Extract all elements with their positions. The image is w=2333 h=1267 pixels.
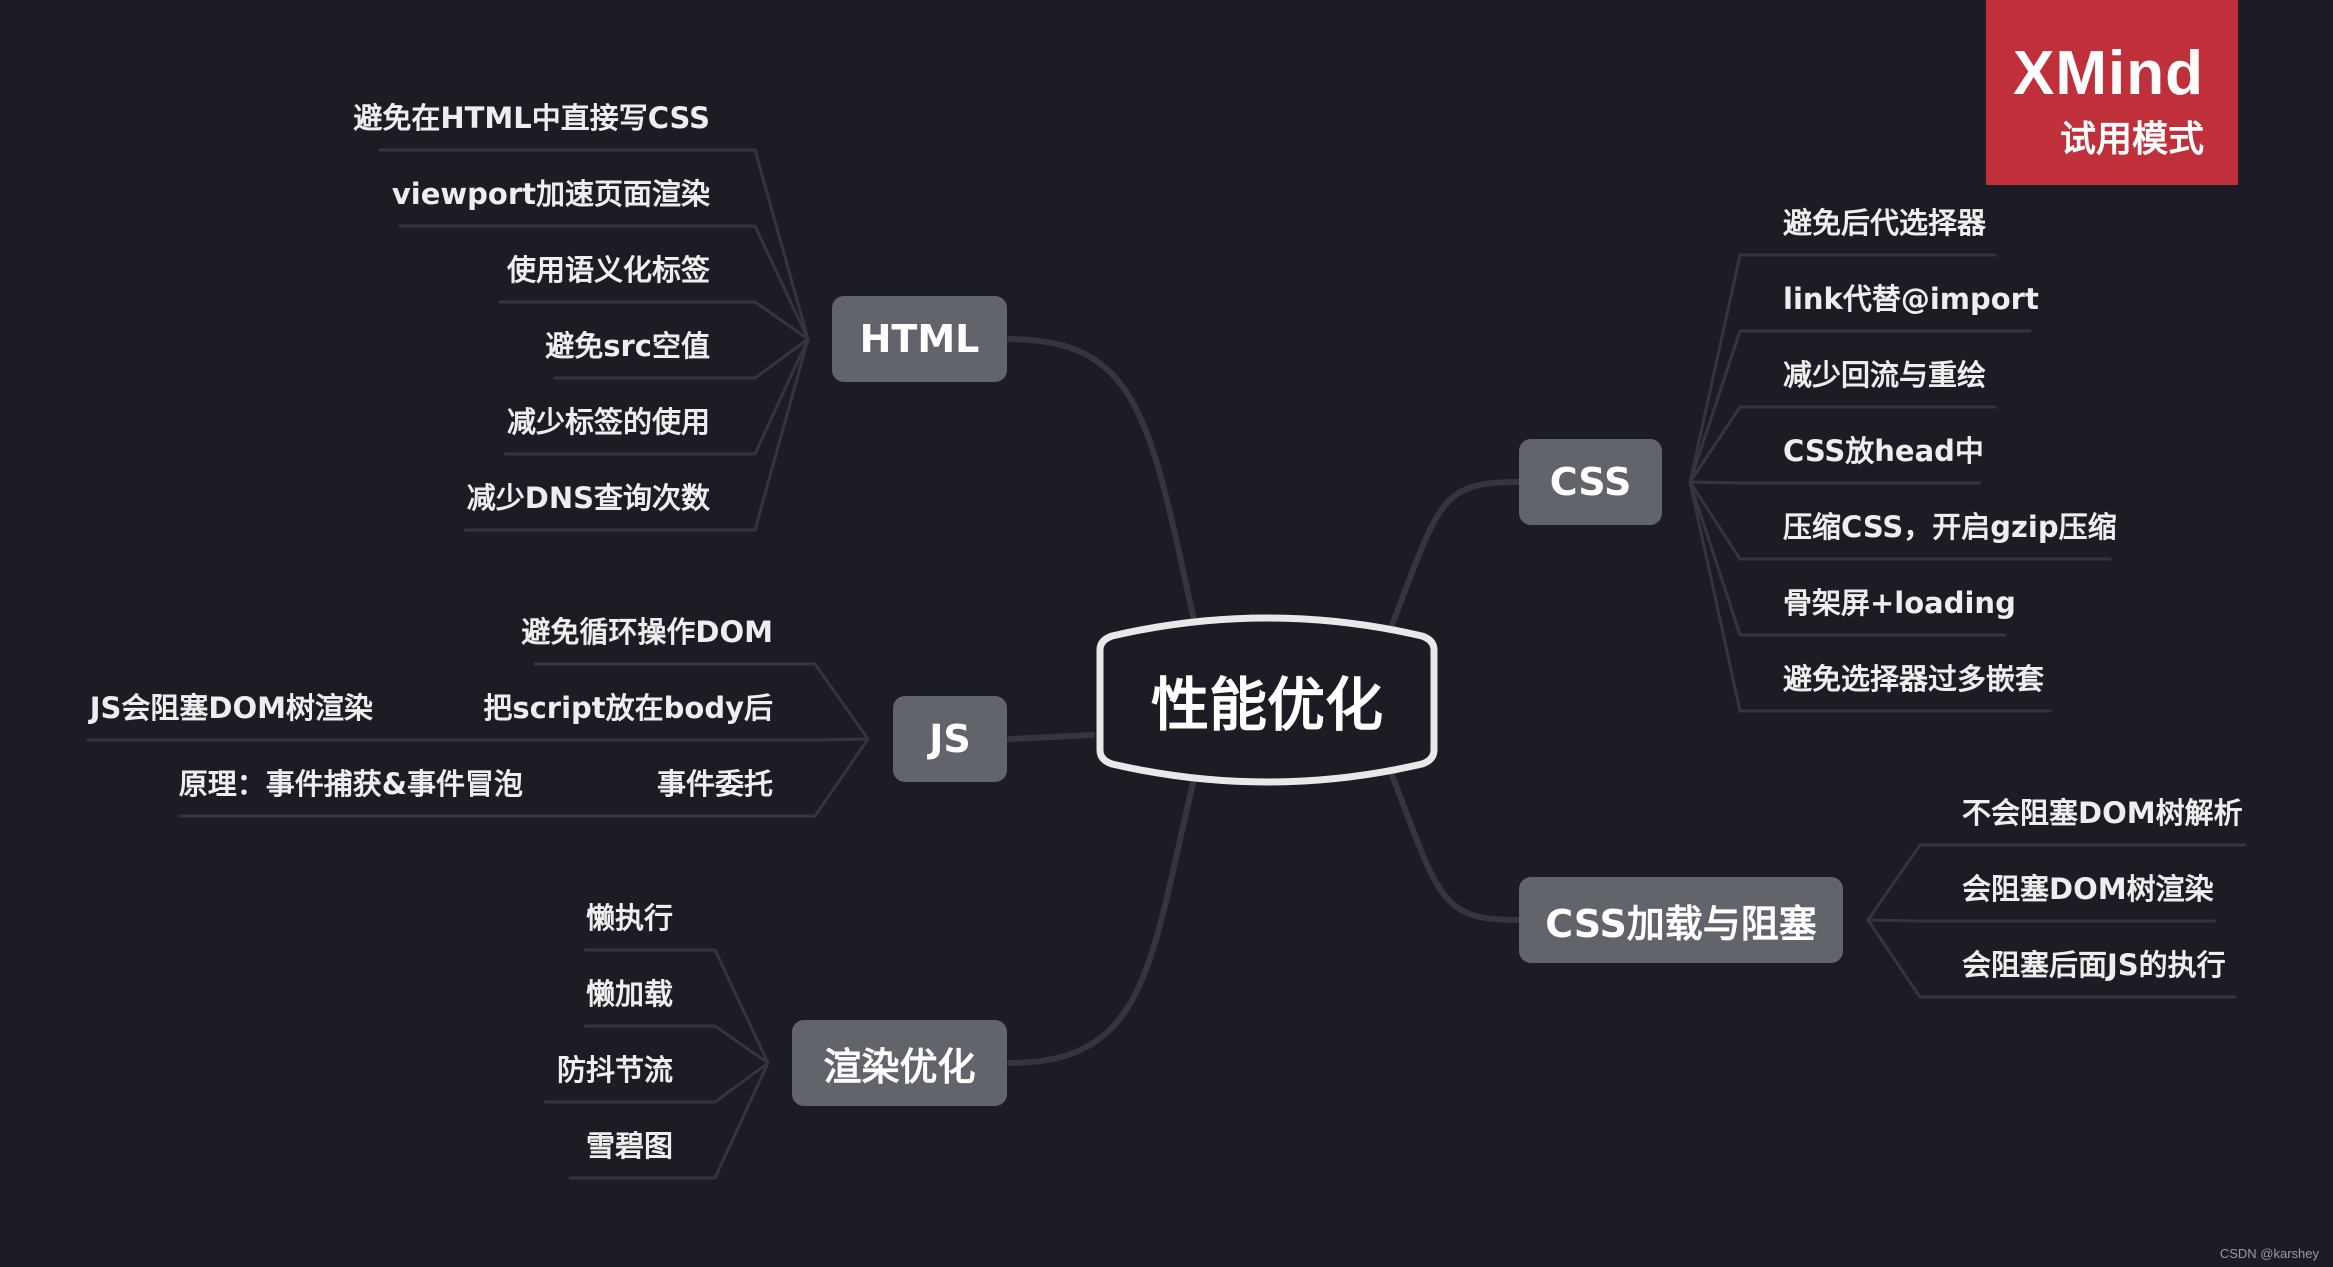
render-leaf[interactable]: 防抖节流 <box>556 1053 673 1087</box>
cssload-leaf[interactable]: 会阻塞后面JS的执行 <box>1962 948 2226 982</box>
css-leaf[interactable]: 骨架屏+loading <box>1783 586 2016 620</box>
css-leaf[interactable]: CSS放head中 <box>1783 434 1984 468</box>
connector-center-cssload <box>1389 772 1522 923</box>
js-subleaf[interactable]: 原理：事件捕获&事件冒泡 <box>178 767 523 801</box>
connector-render-leaf <box>543 1061 770 1104</box>
css-leaf[interactable]: link代替@import <box>1783 282 2039 316</box>
css-leaf[interactable]: 减少回流与重绘 <box>1783 358 1987 392</box>
connector-cssload-leaf <box>1866 843 2247 922</box>
connector-js-leaf <box>653 737 870 818</box>
topic-css-loading-blocking[interactable]: CSS加载与阻塞 <box>1519 877 1843 963</box>
connector-js-leaf <box>533 662 870 741</box>
render-leaf[interactable]: 懒执行 <box>585 901 673 935</box>
js-leaf[interactable]: 事件委托 <box>656 767 773 801</box>
connector-html-leaf <box>398 224 810 341</box>
css-leaf[interactable]: 避免后代选择器 <box>1783 206 1987 240</box>
connector-cssload-leaf <box>1866 918 2217 923</box>
connector-css-leaf <box>1688 329 2032 484</box>
connector-css-leaf <box>1688 480 2112 561</box>
connector-html-leaf <box>498 300 810 341</box>
connector-css-leaf <box>1688 405 1997 484</box>
html-leaf[interactable]: 避免src空值 <box>545 329 710 363</box>
connector-html-leaf <box>553 337 810 380</box>
connector-js-leaf <box>498 737 870 742</box>
xmind-trial-watermark: XMind 试用模式 <box>1986 0 2238 185</box>
js-subleaf[interactable]: JS会阻塞DOM树渲染 <box>89 691 373 725</box>
connector-render-leaf <box>568 1061 770 1180</box>
connector-css-leaf <box>1688 480 2007 637</box>
connector-render-leaf <box>583 1024 770 1065</box>
render-leaf[interactable]: 懒加载 <box>585 977 673 1011</box>
central-topic-shape <box>1096 614 1438 786</box>
html-leaf[interactable]: 使用语义化标签 <box>506 253 710 287</box>
connector-css-leaf <box>1688 253 1997 484</box>
connector-center-css <box>1389 479 1522 628</box>
connector-css-leaf <box>1688 480 2052 713</box>
connector-html-leaf <box>463 337 810 532</box>
credit-text: CSDN @karshey <box>2219 1246 2319 1261</box>
html-leaf[interactable]: 避免在HTML中直接写CSS <box>353 101 710 135</box>
connector-center-render <box>1007 772 1198 1066</box>
connector-cssload-leaf <box>1866 918 2237 999</box>
central-topic[interactable]: 性能优化 <box>1150 671 1383 739</box>
xmind-brand: XMind <box>2013 39 2204 108</box>
css-leaf[interactable]: 压缩CSS，开启gzip压缩 <box>1783 510 2117 544</box>
html-leaf[interactable]: viewport加速页面渲染 <box>391 177 710 211</box>
connector-css-leaf <box>1688 480 1982 485</box>
js-leaf[interactable]: 避免循环操作DOM <box>521 615 773 649</box>
connector-render-leaf <box>583 948 770 1065</box>
html-leaf[interactable]: 减少DNS查询次数 <box>466 481 710 515</box>
connector-html-leaf <box>378 148 810 341</box>
cssload-leaf[interactable]: 会阻塞DOM树渲染 <box>1962 872 2214 906</box>
connector-center-html <box>1007 336 1198 628</box>
js-leaf[interactable]: 把script放在body后 <box>483 691 773 725</box>
topic-css[interactable]: CSS <box>1519 439 1662 525</box>
topic-js[interactable]: JS <box>893 696 1007 782</box>
topic-html[interactable]: HTML <box>832 296 1007 382</box>
trial-mode-label: 试用模式 <box>2059 119 2204 160</box>
connector-center-js <box>1007 732 1095 742</box>
render-leaf[interactable]: 雪碧图 <box>585 1129 673 1163</box>
css-leaf[interactable]: 避免选择器过多嵌套 <box>1783 662 2045 696</box>
topic-render-optimization[interactable]: 渲染优化 <box>792 1020 1007 1106</box>
cssload-leaf[interactable]: 不会阻塞DOM树解析 <box>1962 796 2243 830</box>
html-leaf[interactable]: 减少标签的使用 <box>506 405 710 439</box>
connector-html-leaf <box>503 337 810 456</box>
